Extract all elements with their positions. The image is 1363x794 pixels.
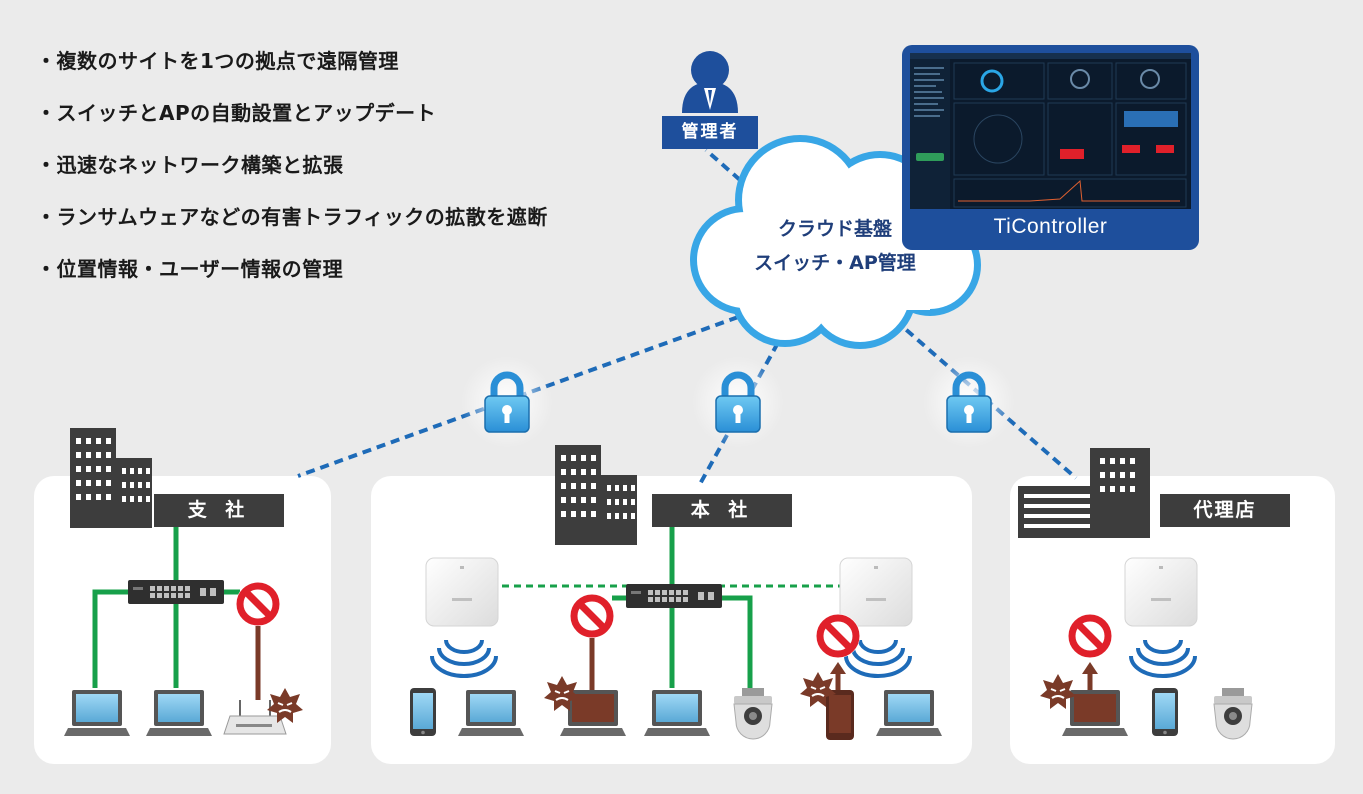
branch-laptop-icon xyxy=(146,690,212,736)
agency-building-icon xyxy=(1018,448,1150,538)
branch-lan-links xyxy=(92,524,240,688)
hq-threat-arrow-icon xyxy=(830,662,846,690)
controller-title: TiController xyxy=(993,215,1108,238)
hq-access-point-right-icon xyxy=(839,557,913,627)
feature-item: ・スイッチとAPの自動設置とアップデート xyxy=(36,101,437,125)
feature-item: ・ランサムウェアなどの有害トラフィックの拡散を遮断 xyxy=(36,205,548,229)
branch-laptop-icon xyxy=(64,690,130,736)
feature-list: ・複数のサイトを1つの拠点で遠隔管理 ・スイッチとAPの自動設置とアップデート … xyxy=(36,44,548,304)
dashboard-graphic xyxy=(910,53,1191,209)
hq-switch-icon xyxy=(626,584,722,608)
hq-lan-links xyxy=(612,524,753,688)
cloud-icon xyxy=(690,135,981,349)
feature-item: ・位置情報・ユーザー情報の管理 xyxy=(36,257,344,281)
cloud-label-line2: スイッチ・AP管理 xyxy=(754,252,916,274)
agency-access-point-icon xyxy=(1124,557,1198,627)
branch-label: 支 社 xyxy=(154,494,284,527)
cloud-label-line1: クラウド基盤 xyxy=(777,218,892,240)
agency-block-icon xyxy=(1068,614,1112,658)
branch-switch-icon xyxy=(128,580,224,604)
agency-smartphone-icon xyxy=(1152,688,1178,736)
agency-lock-icon xyxy=(923,356,1015,448)
hq-lock-icon xyxy=(692,356,784,448)
dashboard-screen xyxy=(910,53,1191,209)
hq-smartphone-icon xyxy=(410,688,436,736)
hq-building-icon xyxy=(555,445,637,545)
administrator-icon xyxy=(682,51,738,113)
hq-laptop-icon xyxy=(876,690,942,736)
feature-item: ・複数のサイトを1つの拠点で遠隔管理 xyxy=(36,49,399,73)
admin-link xyxy=(704,148,742,182)
branch-router-icon xyxy=(223,700,287,735)
hq-block-left-icon xyxy=(570,594,614,638)
branch-building-icon xyxy=(70,428,152,528)
hq-laptop-icon xyxy=(458,690,524,736)
hq-access-point-left-icon xyxy=(425,557,499,627)
hq-laptop-icon xyxy=(644,690,710,736)
feature-item: ・迅速なネットワーク構築と拡張 xyxy=(36,153,344,177)
branch-block-icon xyxy=(236,582,280,626)
branch-lock-icon xyxy=(461,356,553,448)
agency-label: 代理店 xyxy=(1160,494,1290,527)
hq-infected-phone-icon xyxy=(826,690,854,740)
hq-label: 本 社 xyxy=(652,494,792,527)
admin-label: 管理者 xyxy=(662,116,758,149)
agency-threat-arrow-icon xyxy=(1082,662,1098,690)
hq-block-right-icon xyxy=(816,614,860,658)
cloud-label: クラウド基盤 スイッチ・AP管理 xyxy=(735,212,935,280)
